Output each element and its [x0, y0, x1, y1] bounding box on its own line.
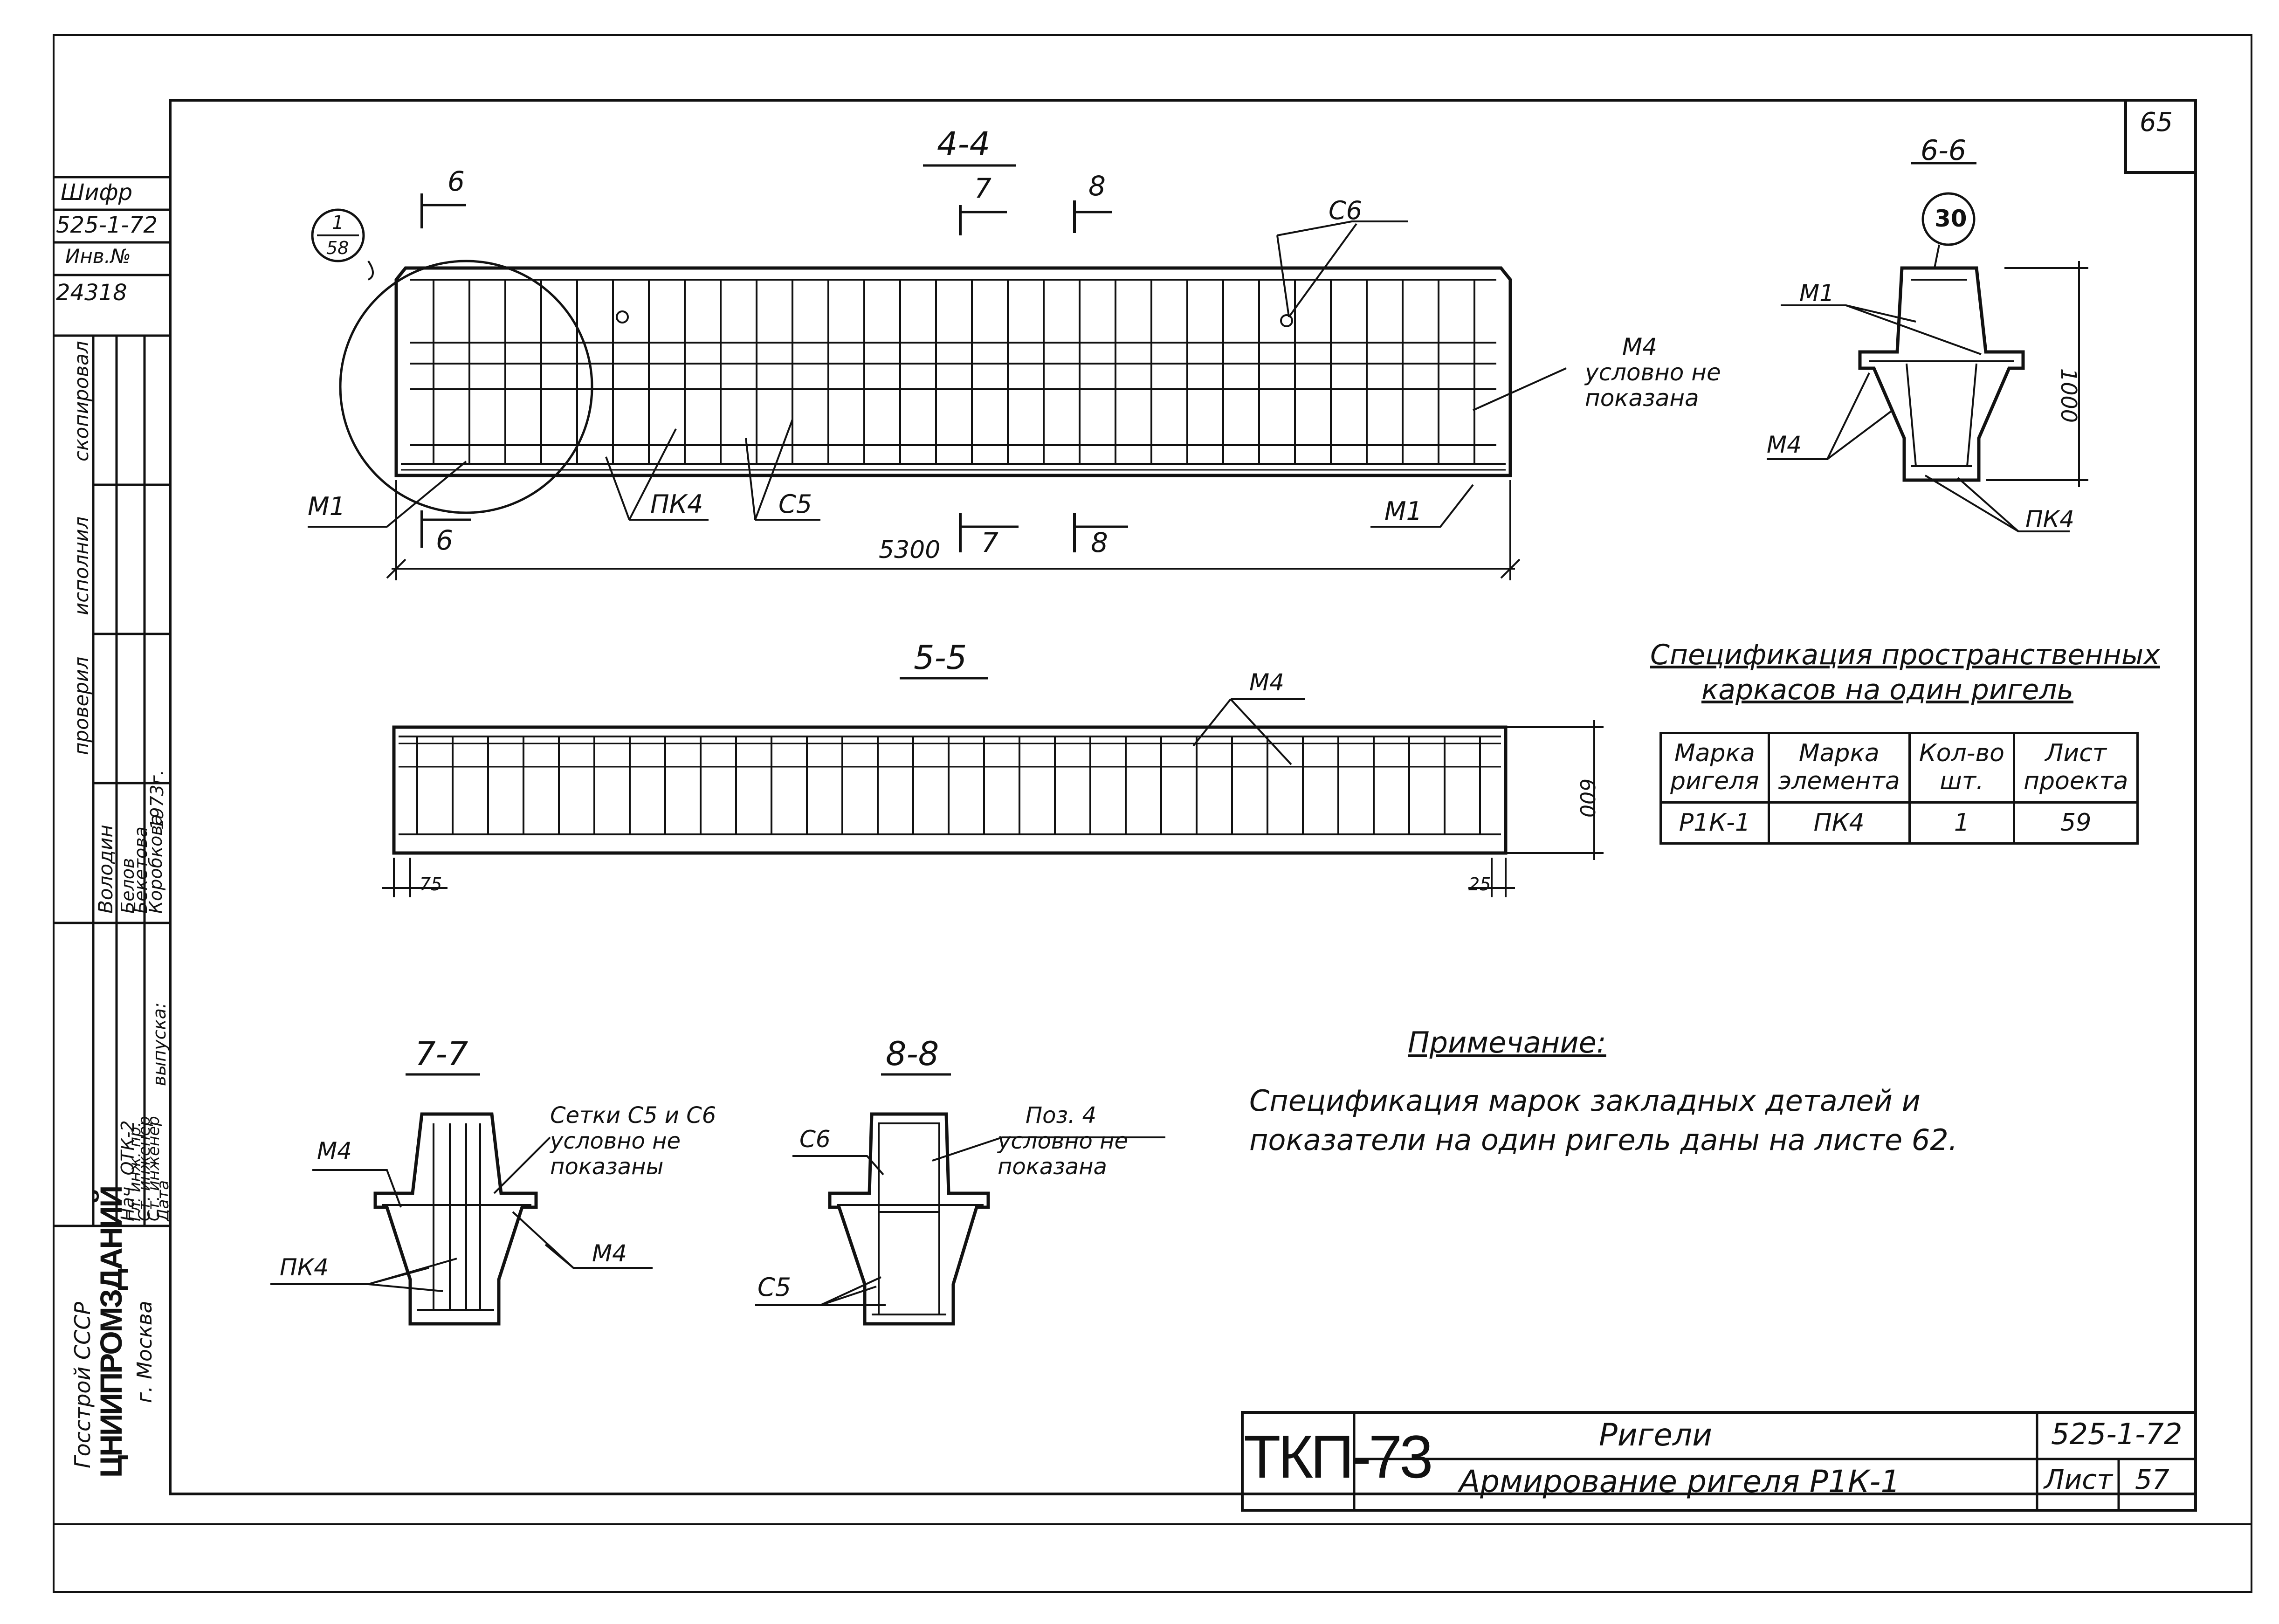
title-block-title-2: Армирование ригеля Р1К-1 — [1459, 1464, 1900, 1500]
spec-data-row: Р1К-1 ПК4 1 59 — [1659, 801, 2139, 845]
label-c5: С5 — [778, 489, 812, 519]
view-7-7-lines — [270, 1073, 653, 1326]
dim-25: 25 — [1468, 874, 1491, 895]
note-title: Примечание: — [1408, 1025, 1606, 1060]
shifr-label: Шифр — [61, 179, 133, 206]
title-block-number: 525-1-72 — [2051, 1417, 2183, 1451]
label-8-note-1: условно не — [998, 1128, 1129, 1154]
stamp-org-1: Госстрой СССР — [70, 1301, 95, 1468]
view-7-7-title: 7-7 — [415, 1035, 468, 1073]
label-m4-note-1: условно не — [1585, 359, 1721, 386]
view-8-8-title: 8-8 — [886, 1035, 939, 1073]
title-block-code: ТКП-73 — [1244, 1423, 1433, 1491]
title-block-title-1: Ригели — [1599, 1417, 1713, 1453]
label-m1-right: М1 — [1384, 496, 1422, 526]
label-c6: С6 — [1329, 196, 1363, 225]
label-8-c5: С5 — [757, 1273, 792, 1302]
label-m1-left: М1 — [308, 492, 345, 521]
spec-title-2: каркасов на один ригель — [1701, 674, 2074, 706]
title-block-sheet-value: 57 — [2135, 1464, 2169, 1495]
note-body: Спецификация марок закладных деталей и п… — [1249, 1081, 1957, 1159]
note-line-1: Спецификация марок закладных деталей и — [1249, 1084, 1921, 1118]
dim-600: 600 — [1575, 778, 1599, 818]
stamp-col-executed: исполнил — [70, 516, 93, 615]
label-7-m4-right: М4 — [592, 1240, 627, 1267]
shifr-value: 525-1-72 — [56, 212, 158, 238]
spec-h1a: Марка — [1674, 739, 1755, 767]
view-5-5-title: 5-5 — [914, 639, 967, 677]
label-6-pk4: ПК4 — [2025, 506, 2074, 533]
label-5-m4: М4 — [1249, 669, 1284, 696]
label-6-m4: М4 — [1767, 431, 1802, 458]
stamp-col-checked: проверил — [70, 656, 93, 755]
label-8-c6: С6 — [799, 1126, 831, 1153]
label-m4-note-2: показана — [1585, 385, 1699, 412]
label-7-m4-top: М4 — [317, 1137, 352, 1164]
view-4-4-title: 4-4 — [937, 125, 991, 163]
dim-1000: 1000 — [2056, 368, 2081, 423]
label-7-nets: Сетки С5 и С6 — [550, 1102, 716, 1129]
spec-title-1: Спецификация пространственных — [1650, 639, 2160, 671]
label-7-note-1: условно не — [550, 1128, 681, 1154]
stamp-org-2: ЦНИИПРОМЗДАНИЙ — [94, 1186, 128, 1478]
inv-value: 24318 — [56, 280, 127, 306]
dim-5300: 5300 — [879, 536, 941, 564]
label-m4: М4 — [1622, 333, 1657, 360]
spec-cell: 59 — [2012, 801, 2139, 845]
spec-h3b: шт. — [1940, 767, 1984, 795]
cut-6-bottom: 6 — [436, 524, 453, 556]
spec-cell: Р1К-1 — [1659, 801, 1770, 845]
cut-7-bottom: 7 — [981, 527, 998, 558]
stamp-issue-label: выпуска: — [149, 1002, 170, 1086]
spec-h4a: Лист — [2045, 739, 2107, 767]
label-8-note-2: показана — [998, 1154, 1107, 1180]
view-4-4-lines — [308, 164, 1567, 580]
label-7-note-2: показаны — [550, 1154, 664, 1180]
view-8-8-lines — [755, 1073, 1165, 1326]
label-7-pk4: ПК4 — [280, 1254, 329, 1281]
callout-top: 1 — [332, 212, 344, 234]
spec-cell: ПК4 — [1767, 801, 1911, 845]
spec-h2b: элемента — [1778, 767, 1900, 795]
callout-bottom: 58 — [326, 238, 349, 258]
sheet-corner-number: 65 — [2140, 107, 2173, 138]
title-block-lines — [1241, 1411, 2197, 1512]
dim-75: 75 — [420, 874, 442, 895]
label-6-m1: М1 — [1799, 280, 1834, 307]
label-8-pos4: Поз. 4 — [1026, 1102, 1097, 1129]
spec-h3a: Кол-во — [1919, 739, 2004, 767]
stamp-role-5: Дата — [154, 1180, 172, 1221]
spec-h2a: Марка — [1798, 739, 1880, 767]
stamp-name-5: 1973г. — [147, 770, 167, 830]
stamp-name-1: Володин — [94, 825, 117, 914]
stamp-org-3: г. Москва — [133, 1301, 157, 1403]
title-block-sheet-label: Лист — [2044, 1464, 2113, 1495]
cut-8-bottom: 8 — [1091, 527, 1108, 558]
spec-cell: 1 — [1908, 801, 2016, 845]
mark-30: 30 — [1935, 205, 1967, 232]
cut-8-top: 8 — [1088, 170, 1106, 202]
cut-6-top: 6 — [448, 165, 465, 197]
stamp-col-copied: скопировал — [70, 341, 93, 461]
note-line-2: показатели на один ригель даны на листе … — [1249, 1122, 1958, 1157]
view-6-6-lines — [1767, 162, 2088, 532]
cut-7-top: 7 — [974, 172, 991, 204]
label-pk4: ПК4 — [650, 489, 703, 519]
view-6-6-title: 6-6 — [1921, 134, 1966, 167]
view-5-5-lines — [382, 677, 1604, 897]
inv-label: Инв.№ — [65, 245, 131, 268]
spec-h1b: ригеля — [1670, 767, 1759, 795]
spec-h4b: проекта — [2024, 767, 2128, 795]
